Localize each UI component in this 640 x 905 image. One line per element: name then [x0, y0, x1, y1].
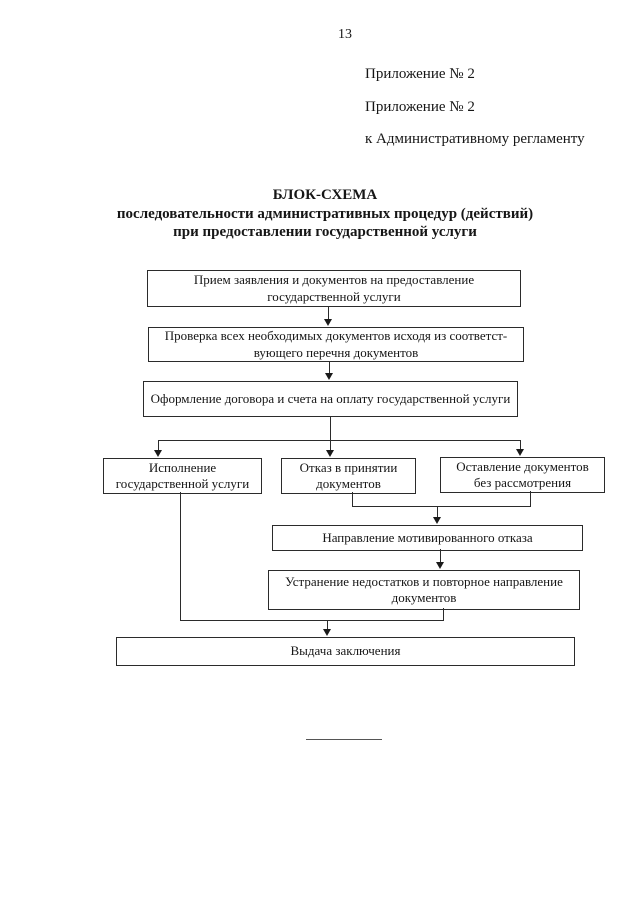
footnote-rule [306, 739, 382, 740]
flow-box-text: вующего перечня документов [253, 344, 419, 360]
arrow-down-icon [154, 450, 162, 457]
flow-box-issue-conclusion: Выдача заключения [116, 637, 575, 666]
flow-box-text: Оформление договора и счета на оплату го… [150, 390, 511, 406]
connector-line [530, 491, 531, 507]
flow-box-text: Оставление документов [456, 458, 589, 474]
connector-line [327, 620, 328, 629]
connector-line [330, 416, 331, 440]
connector-line [440, 549, 441, 562]
flow-box-refuse-documents: Отказ в принятии документов [281, 458, 416, 494]
flow-box-text: Отказ в принятии [299, 459, 398, 475]
connector-line [352, 492, 353, 507]
flow-box-text: Выдача заключения [290, 643, 401, 659]
arrow-down-icon [324, 319, 332, 326]
flow-box-text: Исполнение [148, 459, 217, 475]
connector-line [158, 440, 159, 450]
connector-line [437, 506, 438, 517]
appendix-line: к Административному регламенту [365, 131, 585, 147]
arrow-down-icon [436, 562, 444, 569]
flow-box-fix-and-resend: Устранение недостатков и повторное напра… [268, 570, 580, 610]
title-line-main: БЛОК-СХЕМА [272, 187, 378, 203]
flow-box-motivated-refusal: Направление мотивированного отказа [272, 525, 583, 551]
flow-box-text: государственной услуги [115, 476, 250, 491]
arrow-down-icon [516, 449, 524, 456]
connector-line [180, 492, 181, 621]
connector-line [329, 361, 330, 373]
connector-line [328, 307, 329, 319]
connector-line [330, 440, 331, 450]
flow-box-text: государственной услуги [267, 288, 401, 304]
flow-box-text: Прием заявления и документов на предоста… [193, 272, 475, 287]
appendix-line: Приложение № 2 [365, 98, 475, 115]
flow-box-leave-without-review: Оставление документов без рассмотрения [440, 457, 605, 493]
title-line-sub1: последовательности административных проц… [116, 205, 534, 222]
connector-line [180, 620, 444, 621]
document-title: БЛОК-СХЕМА последовательности администра… [60, 186, 590, 242]
flow-box-receive-documents: Прием заявления и документов на предоста… [147, 270, 521, 307]
page-number: 13 [338, 27, 352, 42]
flow-box-text: Устранение недостатков и повторное напра… [285, 573, 563, 589]
flow-box-execute-service: Исполнение государственной услуги [103, 458, 262, 494]
connector-line [443, 608, 444, 621]
connector-line [520, 440, 521, 450]
flow-box-contract-payment: Оформление договора и счета на оплату го… [143, 381, 518, 417]
flow-box-text: Направление мотивированного отказа [322, 529, 533, 545]
title-line-sub2: при предоставлении государственной услуг… [173, 224, 477, 240]
flow-box-text: Проверка всех необходимых документов исх… [164, 328, 508, 343]
flow-box-text: без рассмотрения [473, 475, 572, 490]
appendix-block: Приложение № 2 Приложение № 2 к Админист… [365, 58, 585, 156]
connector-line [352, 506, 531, 507]
appendix-line: Приложение № 2 [365, 66, 475, 82]
arrow-down-icon [325, 373, 333, 380]
flow-box-text: документов [391, 590, 457, 605]
arrow-down-icon [433, 517, 441, 524]
flow-box-check-documents: Проверка всех необходимых документов исх… [148, 327, 524, 362]
arrow-down-icon [326, 450, 334, 457]
arrow-down-icon [323, 629, 331, 636]
flow-box-text: документов [316, 476, 381, 491]
connector-line [158, 440, 521, 441]
